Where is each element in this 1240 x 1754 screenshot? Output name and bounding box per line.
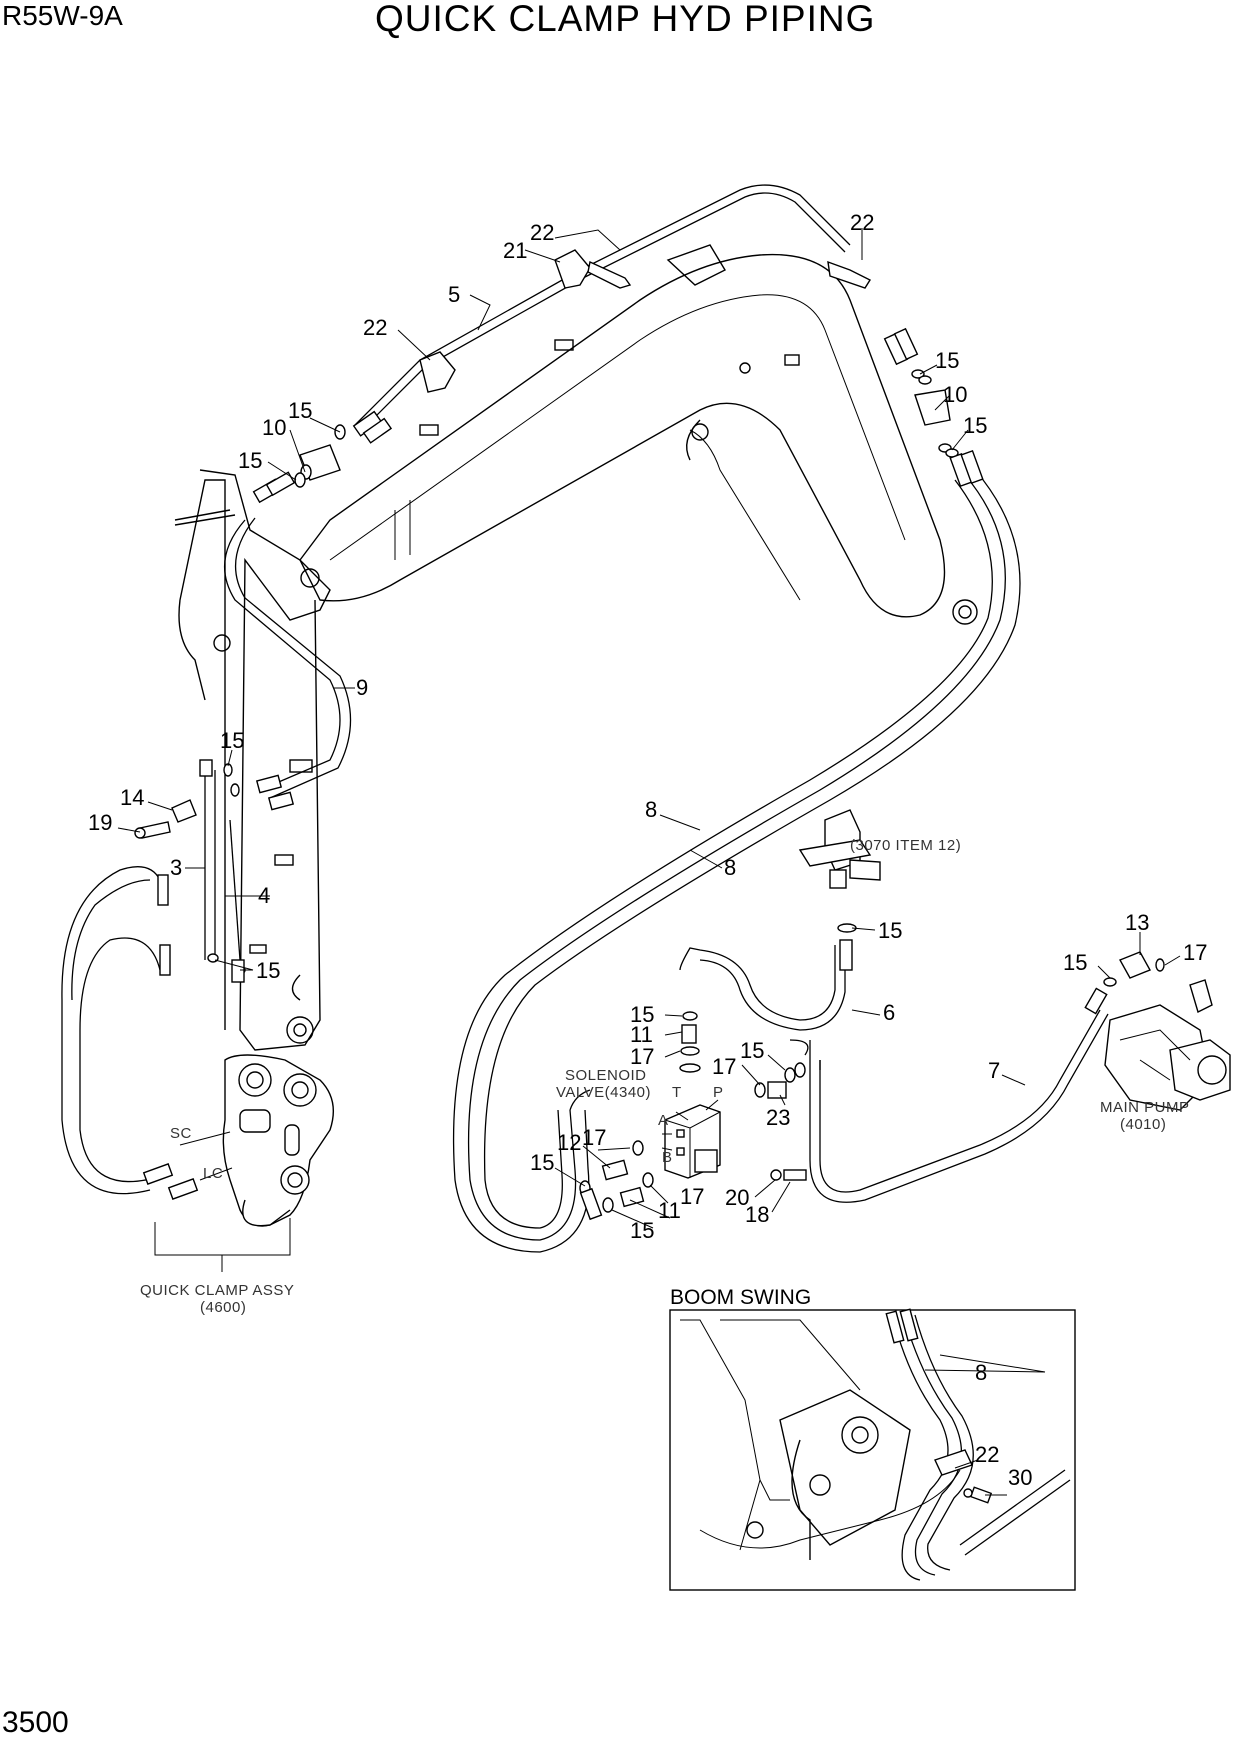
- note-3070-item-12: (3070 ITEM 12): [850, 837, 961, 854]
- callout-20: 20: [725, 1185, 749, 1210]
- boom-structure: [174, 244, 978, 1051]
- solenoid-valve: [579, 1011, 807, 1221]
- callout-10: 10: [943, 382, 967, 407]
- callout-22: 22: [975, 1442, 999, 1467]
- model-code: R55W-9A: [2, 0, 123, 31]
- port-label-t: T: [672, 1084, 682, 1101]
- leader-lines: [117, 228, 1181, 1496]
- callout-15: 15: [740, 1038, 764, 1063]
- callout-23: 23: [766, 1105, 790, 1130]
- callout-15: 15: [220, 728, 244, 753]
- note-quick-clamp-assy: QUICK CLAMP ASSY: [140, 1282, 294, 1299]
- callout-22: 22: [530, 220, 554, 245]
- callout-7: 7: [988, 1058, 1000, 1083]
- callout-17: 17: [582, 1125, 606, 1150]
- callout-10: 10: [262, 415, 286, 440]
- callout-15: 15: [630, 1218, 654, 1243]
- callout-3: 3: [170, 855, 182, 880]
- callout-5: 5: [448, 282, 460, 307]
- callout-13: 13: [1125, 910, 1149, 935]
- reference-notes: (3070 ITEM 12) SOLENOID VALVE(4340) MAIN…: [140, 837, 1190, 1316]
- callout-15: 15: [288, 398, 312, 423]
- pipe-runs: [61, 184, 1109, 1253]
- port-label-b: B: [662, 1149, 673, 1166]
- page-title: QUICK CLAMP HYD PIPING: [375, 0, 876, 39]
- callout-18: 18: [745, 1202, 769, 1227]
- note-main-pump-code: (4010): [1120, 1116, 1166, 1133]
- callout-22: 22: [850, 210, 874, 235]
- quick-clamp-assy: [142, 1054, 334, 1272]
- callout-17: 17: [712, 1054, 736, 1079]
- callout-11: 11: [658, 1198, 681, 1223]
- port-label-lc: LC: [203, 1165, 223, 1182]
- port-label-sc: SC: [170, 1125, 192, 1142]
- callout-17: 17: [680, 1184, 704, 1209]
- note-solenoid-valve-code: VALVE(4340): [556, 1084, 651, 1101]
- callout-15: 15: [238, 448, 262, 473]
- callout-8: 8: [724, 855, 736, 880]
- boom-swing-inset: [669, 1308, 1076, 1591]
- callout-15: 15: [1063, 950, 1087, 975]
- page-number: 3500: [2, 1706, 69, 1739]
- callout-6: 6: [883, 1000, 895, 1025]
- callout-17: 17: [630, 1044, 654, 1069]
- callout-14: 14: [120, 785, 144, 810]
- inset-title: BOOM SWING: [670, 1286, 811, 1309]
- callout-labels: 22 21 5 22 22 15 10 15 15 10 15 9 15 14 …: [88, 210, 1207, 1490]
- callout-15: 15: [630, 1002, 654, 1027]
- main-pump: [1084, 951, 1231, 1111]
- callout-15: 15: [935, 348, 959, 373]
- callout-15: 15: [963, 413, 987, 438]
- note-solenoid-valve: SOLENOID: [565, 1067, 647, 1084]
- port-label-p: P: [713, 1084, 724, 1101]
- callout-8: 8: [645, 797, 657, 822]
- note-main-pump: MAIN PUMP: [1100, 1099, 1190, 1116]
- callout-15: 15: [256, 958, 280, 983]
- port-label-a: A: [658, 1112, 669, 1129]
- fittings-upper: [134, 249, 984, 983]
- callout-30: 30: [1008, 1465, 1032, 1490]
- callout-22: 22: [363, 315, 387, 340]
- callout-12: 12: [557, 1130, 581, 1155]
- valve-3070: [798, 809, 881, 971]
- callout-4: 4: [258, 883, 270, 908]
- callout-15: 15: [530, 1150, 554, 1175]
- callout-21: 21: [503, 238, 527, 263]
- callout-11: 11: [630, 1022, 653, 1047]
- note-quick-clamp-code: (4600): [200, 1299, 246, 1316]
- callout-8: 8: [975, 1360, 987, 1385]
- callout-19: 19: [88, 810, 112, 835]
- callout-9: 9: [356, 675, 368, 700]
- callout-17: 17: [1183, 940, 1207, 965]
- callout-15: 15: [878, 918, 902, 943]
